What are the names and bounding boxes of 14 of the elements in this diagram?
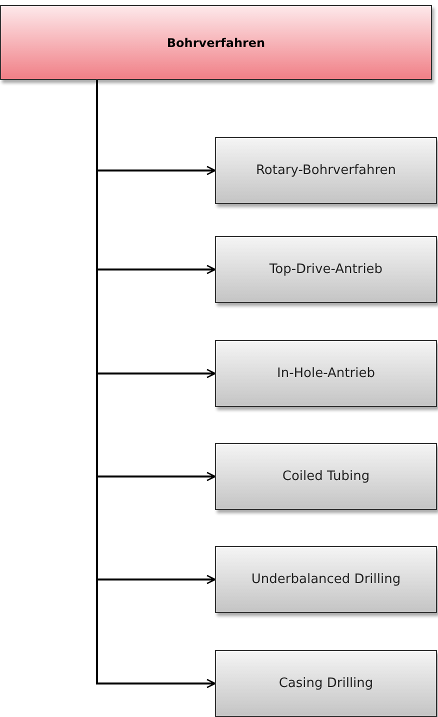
node-label: In-Hole-Antrieb (277, 366, 375, 381)
node-label: Underbalanced Drilling (251, 572, 401, 587)
process-box (215, 340, 437, 407)
node-label: Rotary-Bohrverfahren (256, 163, 396, 178)
process-box (215, 650, 437, 717)
node-label: Top-Drive-Antrieb (269, 262, 383, 277)
process-box (215, 443, 437, 510)
root-box (0, 5, 432, 80)
process-box (215, 546, 437, 613)
process-box (215, 137, 437, 204)
process-box (215, 236, 437, 303)
node-label: Casing Drilling (278, 676, 374, 691)
node-label: Bohrverfahren (166, 36, 266, 50)
node-label: Coiled Tubing (282, 469, 370, 484)
